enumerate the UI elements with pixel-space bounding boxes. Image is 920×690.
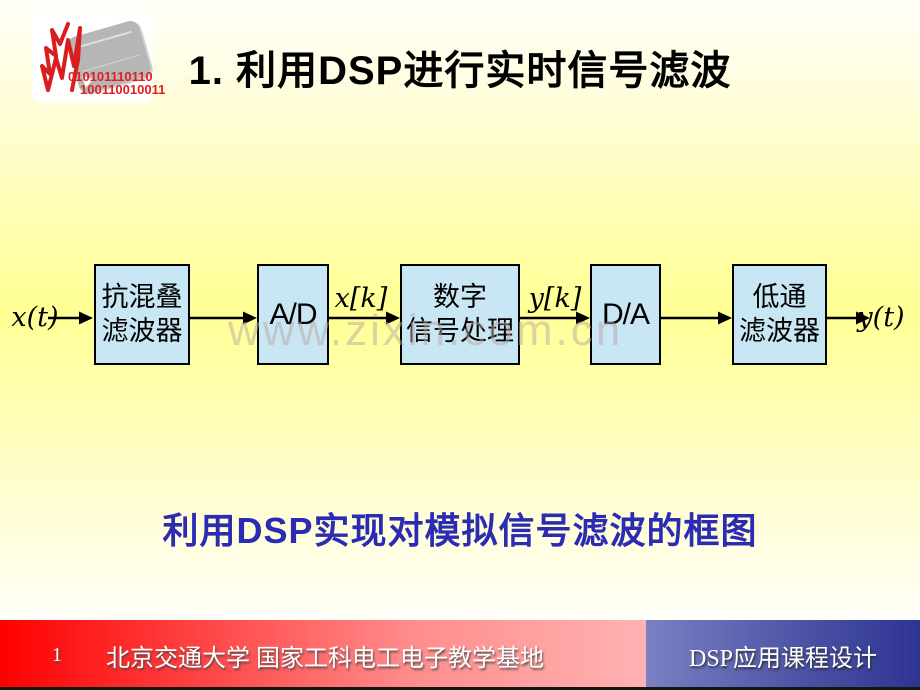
logo: 010101110110 100110010011 <box>32 12 165 103</box>
footer-left-text: 北京交通大学 国家工科电工电子教学基地 <box>106 645 544 672</box>
slide-number: 1 <box>52 643 62 666</box>
footer-bottom-line <box>0 687 920 690</box>
block-anti-aliasing-filter: 抗混叠 滤波器 <box>94 264 190 365</box>
block-da-converter: D/A <box>590 264 661 365</box>
block-lowpass-filter: 低通 滤波器 <box>732 264 827 365</box>
signal-label-output: y(t) <box>857 302 905 333</box>
signal-label-input: x(t) <box>11 302 59 333</box>
block-ad-converter: A/D <box>257 264 329 365</box>
logo-binary-line2: 100110010011 <box>80 82 166 97</box>
signal-label-yk: y[k] <box>528 283 582 314</box>
caption: 利用DSP实现对模拟信号滤波的框图 <box>162 510 758 551</box>
page-title: 1. 利用DSP进行实时信号滤波 <box>188 49 732 93</box>
signal-label-xk: x[k] <box>334 283 388 314</box>
logo-binary-line1: 010101110110 <box>68 69 153 84</box>
block-dsp-processing: 数字 信号处理 <box>400 264 520 365</box>
waveform-icon <box>40 22 82 92</box>
footer-right-panel: DSP应用课程设计 <box>646 620 920 690</box>
footer-right-text: DSP应用课程设计 <box>688 645 878 672</box>
